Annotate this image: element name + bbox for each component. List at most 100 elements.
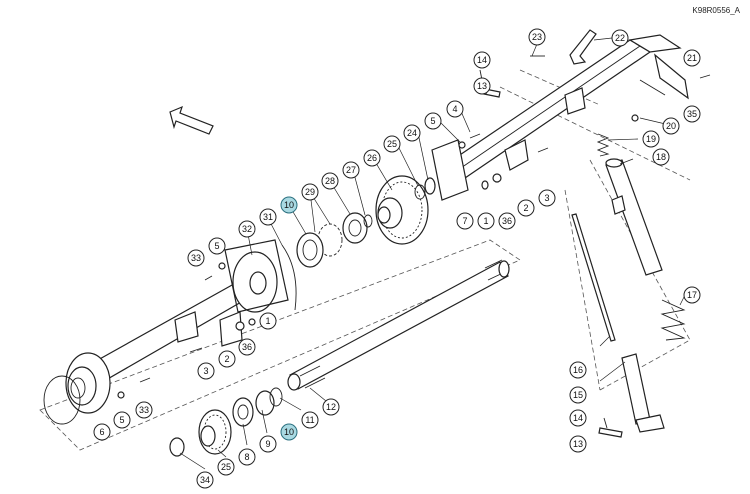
callout-circle: [517, 199, 535, 217]
callout-label: 9: [265, 439, 270, 449]
callout-16: 16: [569, 361, 587, 379]
callout-33: 33: [135, 401, 153, 419]
callout-circle: [652, 148, 670, 166]
callout-label: 28: [325, 176, 335, 186]
callout-label: 10: [284, 427, 294, 437]
callout-circle: [569, 409, 587, 427]
callout-3: 3: [538, 189, 556, 207]
callout-1: 1: [477, 212, 495, 230]
callout-circle: [473, 51, 491, 69]
callout-label: 4: [452, 104, 457, 114]
callout-label: 5: [119, 415, 124, 425]
drive-shaft-12: [287, 259, 510, 391]
lower-gear-stack: [169, 387, 283, 457]
callout-label: 3: [203, 366, 208, 376]
callout-circle: [217, 458, 235, 476]
bearing-27-inner: [348, 219, 362, 237]
callout-17: 17: [683, 286, 701, 304]
callout-circle: [208, 237, 226, 255]
callout-22: 22: [611, 29, 629, 47]
upper-tube-housing: [431, 34, 689, 201]
callout-label: 18: [656, 152, 666, 162]
callout-label: 29: [305, 187, 315, 197]
callout-label: 26: [367, 153, 377, 163]
callout-circle: [569, 361, 587, 379]
callout-label: 36: [502, 216, 512, 226]
callout-label: 25: [221, 462, 231, 472]
rod-assembly: [571, 158, 665, 433]
callout-circle: [301, 183, 319, 201]
callout-circle: [498, 212, 516, 230]
callout-7: 7: [456, 212, 474, 230]
callout-5: 5: [113, 411, 131, 429]
callout-28: 28: [321, 172, 339, 190]
callout-circle: [683, 49, 701, 67]
assembly-guide-lines: [39, 69, 691, 451]
washer-10-upper: [296, 232, 324, 268]
callout-label: 23: [532, 32, 542, 42]
callout-27: 27: [342, 161, 360, 179]
callout-circle: [322, 398, 340, 416]
callout-circle: [528, 28, 546, 46]
callout-label: 34: [200, 475, 210, 485]
gear-26: [375, 175, 429, 245]
callout-circle: [538, 189, 556, 207]
callout-circle: [238, 338, 256, 356]
washer-9: [255, 390, 275, 416]
callout-5: 5: [208, 237, 226, 255]
callout-13: 13: [473, 77, 491, 95]
callout-circle: [569, 386, 587, 404]
callout-circle: [477, 212, 495, 230]
callout-circle: [187, 249, 205, 267]
callout-21: 21: [683, 49, 701, 67]
bearing-8: [232, 397, 254, 427]
lever-handle: [569, 29, 597, 65]
snap-ring-31: [281, 244, 297, 311]
direction-arrow-icon: [169, 105, 214, 135]
callout-circle: [611, 29, 629, 47]
callout-15: 15: [569, 386, 587, 404]
callout-circle: [238, 220, 256, 238]
callout-29: 29: [301, 183, 319, 201]
callout-label: 27: [346, 165, 356, 175]
callout-circle: [363, 149, 381, 167]
callout-circle: [403, 124, 421, 142]
callout-4: 4: [446, 100, 464, 118]
seal-25: [414, 184, 426, 200]
callout-label: 32: [242, 224, 252, 234]
callout-34: 34: [196, 471, 214, 489]
callout-label: 5: [214, 241, 219, 251]
callout-circle: [93, 423, 111, 441]
callout-circle: [662, 117, 680, 135]
callout-25: 25: [383, 135, 401, 153]
callout-label: 1: [483, 216, 488, 226]
callout-label: 24: [407, 128, 417, 138]
nut-34: [169, 437, 185, 457]
callout-label: 13: [573, 439, 583, 449]
callout-label: 20: [666, 121, 676, 131]
callout-circle: [196, 471, 214, 489]
callout-6: 6: [93, 423, 111, 441]
callout-23: 23: [528, 28, 546, 46]
callout-11: 11: [301, 411, 319, 429]
callout-circle: [683, 286, 701, 304]
small-hardware: [117, 69, 711, 438]
callout-label: 16: [573, 365, 583, 375]
callout-label: 21: [687, 53, 697, 63]
callout-label: 7: [462, 216, 467, 226]
callout-2: 2: [218, 350, 236, 368]
callout-label: 33: [139, 405, 149, 415]
callout-label: 1: [265, 316, 270, 326]
callout-12: 12: [322, 398, 340, 416]
callout-circle: [446, 100, 464, 118]
callout-circle: [642, 130, 660, 148]
callout-circle: [321, 172, 339, 190]
callout-19: 19: [642, 130, 660, 148]
callout-9: 9: [259, 435, 277, 453]
callout-circle: [569, 435, 587, 453]
callout-label: 13: [477, 81, 487, 91]
callout-18: 18: [652, 148, 670, 166]
spring-17: [660, 299, 686, 341]
callout-3: 3: [197, 362, 215, 380]
